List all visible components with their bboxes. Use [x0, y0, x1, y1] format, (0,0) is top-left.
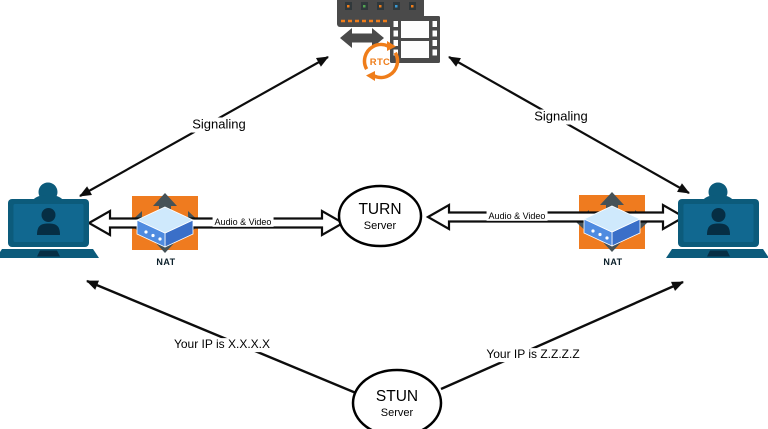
- stun-left-arrow: [86, 279, 357, 395]
- turn-server-name: TURN: [358, 201, 401, 218]
- stun-server-node: STUN Server: [351, 368, 443, 429]
- nat-left-label: NAT: [156, 256, 176, 267]
- stun-ip-left-label: Your IP is X.X.X.X: [171, 337, 273, 352]
- stun-ip-right-label: Your IP is Z.Z.Z.Z: [484, 347, 582, 362]
- stun-server-name: STUN: [376, 388, 418, 405]
- client-right-laptop-user-icon: [666, 182, 768, 258]
- webrtc-logo-text: RTC: [370, 57, 390, 68]
- sync-arrows-icon: [340, 28, 384, 48]
- signaling-right-arrow: [448, 56, 690, 194]
- signaling-left-label: Signaling: [190, 116, 248, 133]
- audio-video-right-label: Audio & Video: [486, 210, 548, 222]
- stun-server-type: Server: [381, 407, 414, 419]
- audio-video-left-label: Audio & Video: [212, 216, 274, 228]
- stun-right-arrow: [440, 280, 684, 391]
- signaling-right-label: Signaling: [532, 108, 590, 125]
- turn-server-type: Server: [364, 220, 397, 232]
- webrtc-logo: RTC: [362, 41, 400, 81]
- turn-server-node: TURN Server: [337, 184, 423, 248]
- media-server-group: RTC: [337, 0, 440, 81]
- nat-right-label: NAT: [603, 256, 623, 267]
- server-rack-leds: [345, 2, 416, 10]
- media-right-arrow: [425, 203, 687, 231]
- film-strip-icon: [390, 16, 440, 63]
